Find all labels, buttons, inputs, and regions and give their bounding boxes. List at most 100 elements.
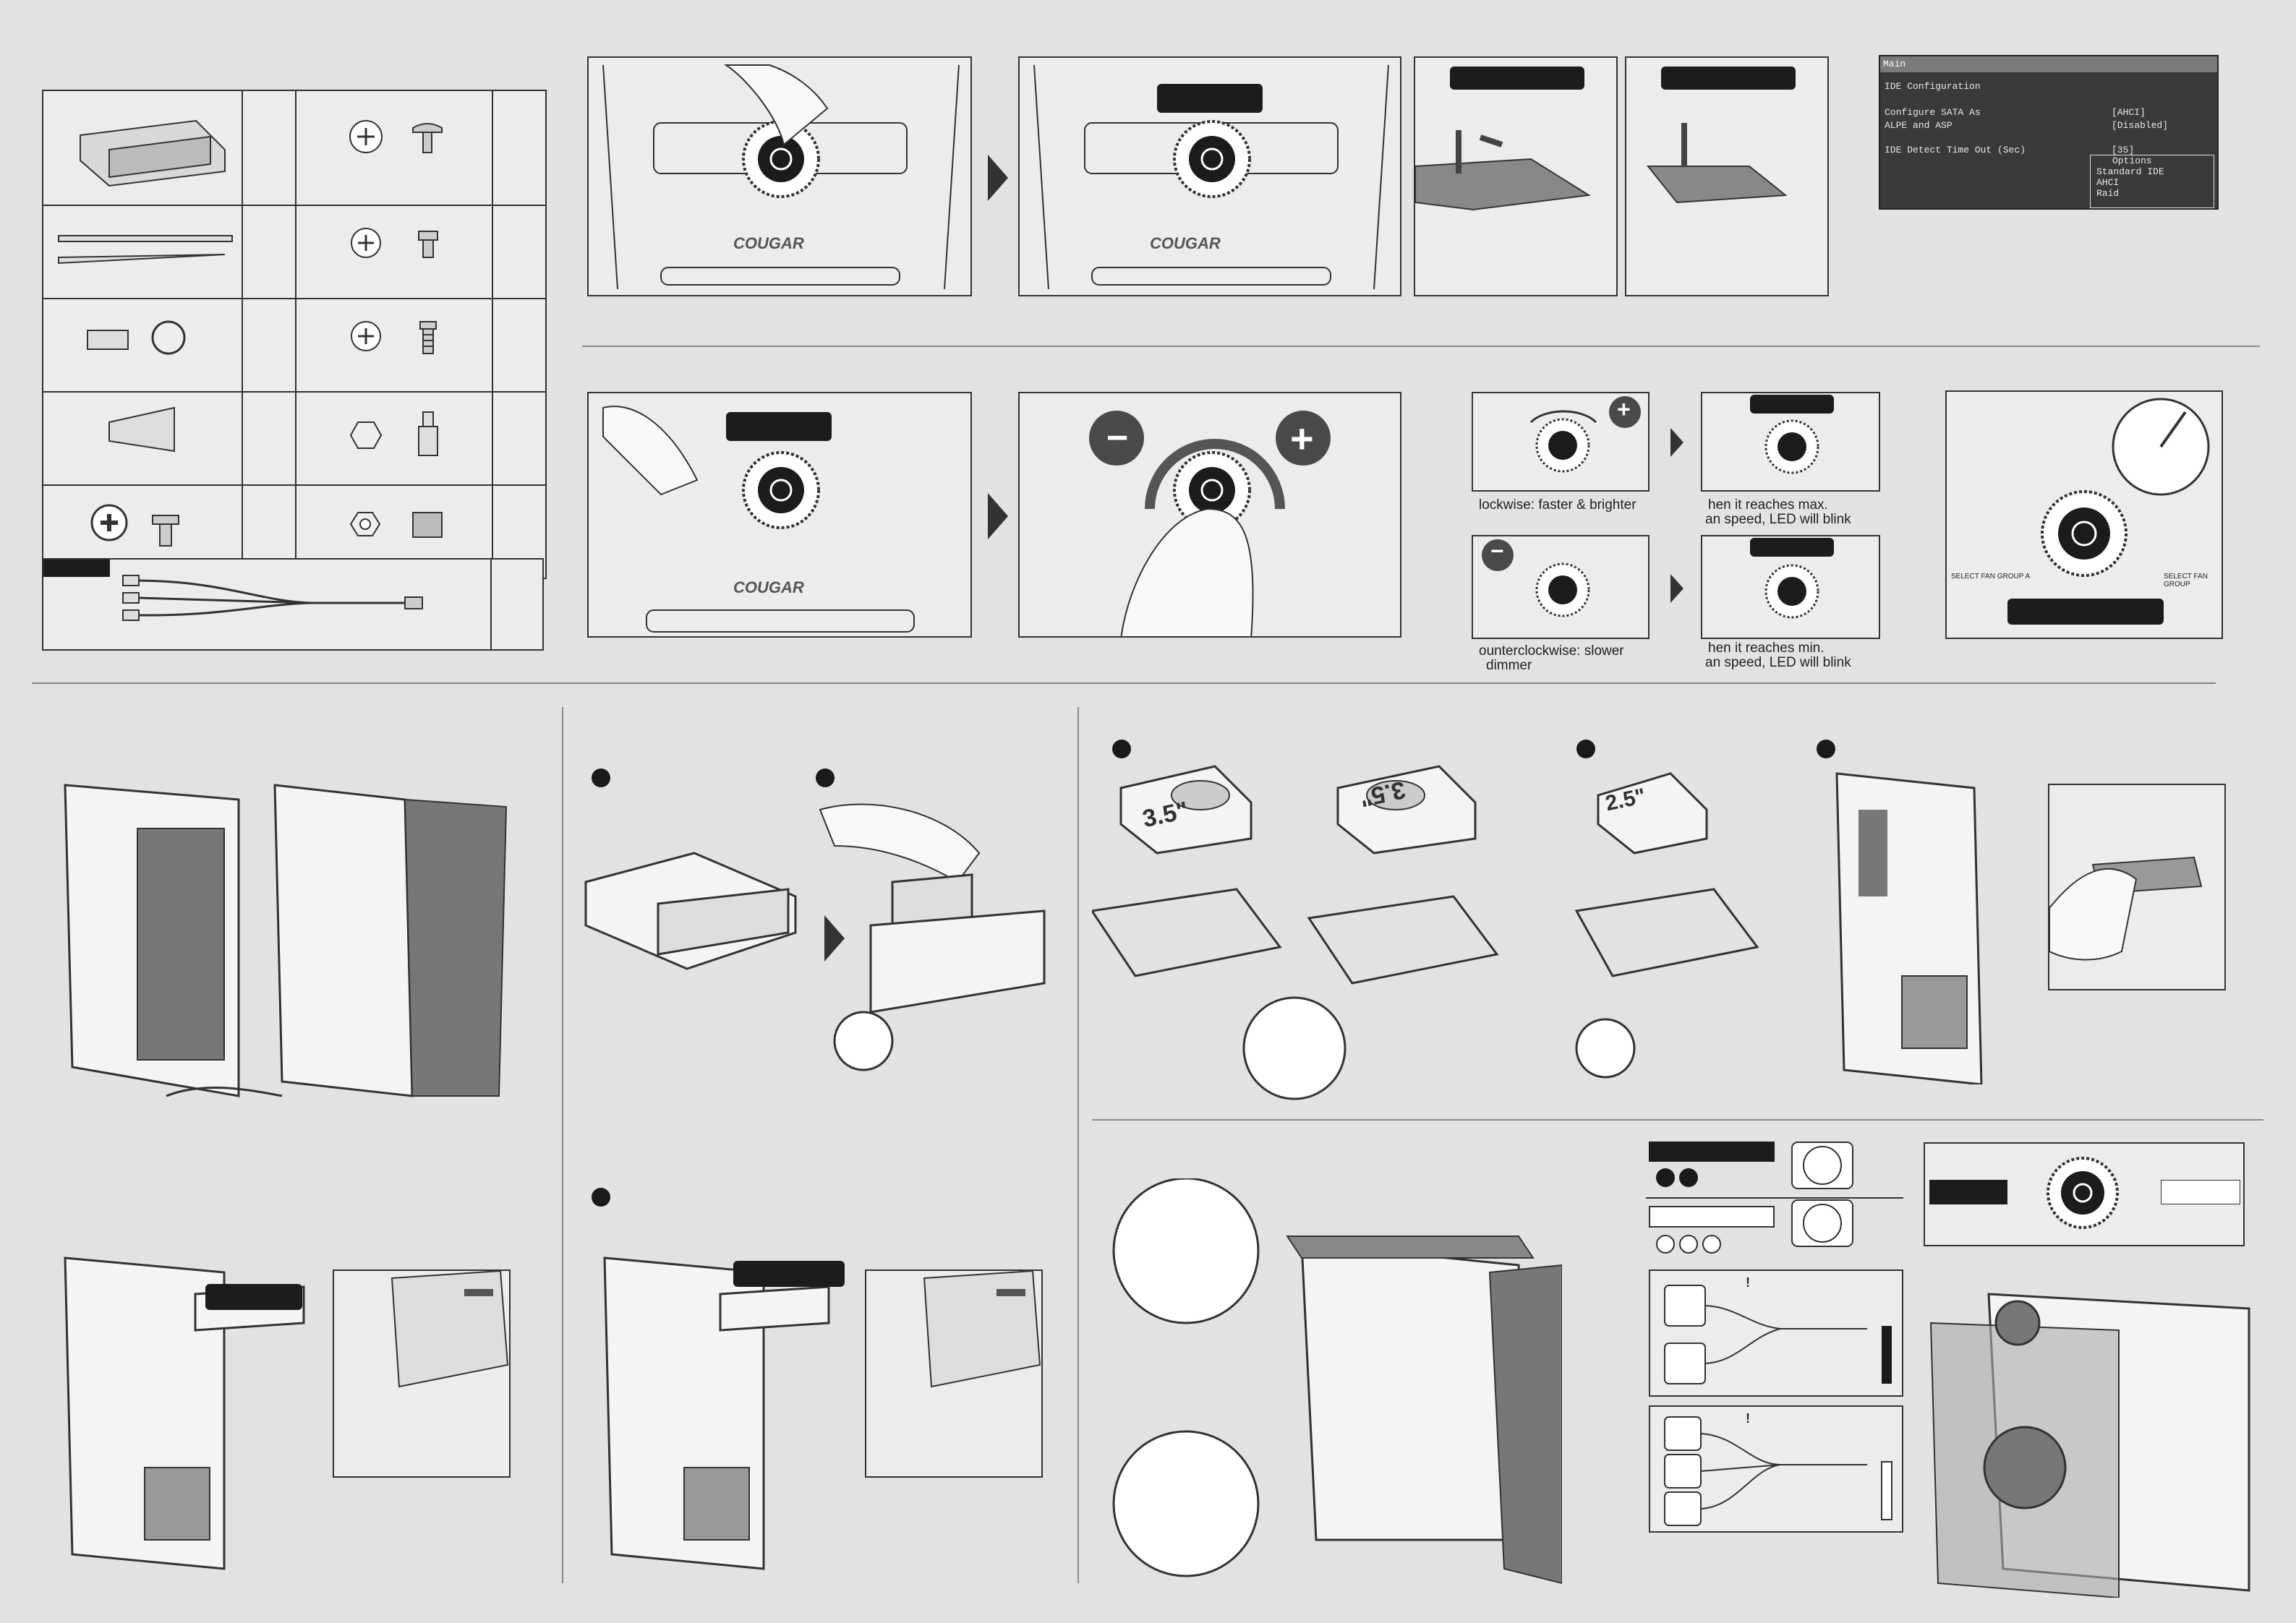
select-fan-group-b-label: SELECT FAN GROUP bbox=[2164, 573, 2208, 588]
panel-label-bar bbox=[43, 560, 110, 577]
nut-icon bbox=[349, 512, 443, 538]
screw-icon bbox=[351, 228, 438, 258]
standoff-icon bbox=[349, 411, 438, 456]
fan-position-dot bbox=[1656, 1168, 1675, 1187]
warning-icon: ! bbox=[1746, 1275, 1750, 1290]
front-panel-illustration bbox=[602, 406, 915, 633]
bios-options-popup: Options Standard IDE AHCI Raid bbox=[2090, 155, 2214, 208]
cougar-logo: COUGAR bbox=[1150, 234, 1221, 252]
power-button-step-1: COUGAR bbox=[587, 56, 972, 296]
speaker-icon bbox=[108, 406, 175, 453]
label-bar bbox=[1661, 67, 1796, 90]
step-dot bbox=[1576, 740, 1595, 758]
label-bar bbox=[726, 412, 832, 441]
cougar-logo: COUGAR bbox=[733, 578, 804, 596]
grommet-cell bbox=[42, 298, 243, 393]
warning-icon: ! bbox=[1746, 1411, 1750, 1426]
label-bar bbox=[733, 1261, 845, 1287]
fan-group-label-bar bbox=[1649, 1142, 1775, 1162]
next-step-arrow bbox=[1670, 574, 1683, 603]
bios-option[interactable]: Standard IDE bbox=[2096, 166, 2164, 177]
caption-min-line2: an speed, LED will blink bbox=[1705, 655, 1851, 670]
hdd-tray-insert-illustration bbox=[1835, 772, 1983, 1084]
step-dot bbox=[592, 768, 610, 787]
step-dot bbox=[816, 768, 835, 787]
standoff-cell bbox=[295, 391, 493, 486]
top-panel-removal-illustration bbox=[1112, 1178, 1562, 1585]
caption-counterclockwise-line1: ounterclockwise: slower bbox=[1479, 643, 1624, 659]
knob-counterclockwise-frame: − bbox=[1472, 535, 1650, 639]
bios-row-label: IDE Detect Time Out (Sec) bbox=[1885, 145, 2026, 155]
label-bar bbox=[1157, 84, 1263, 113]
plus-icon: + bbox=[1290, 416, 1314, 461]
cable-tie-cell bbox=[42, 205, 243, 299]
fan-wiring-three-frame: ! bbox=[1649, 1405, 1903, 1533]
ssd-slide-step-2 bbox=[1625, 56, 1829, 296]
caption-clockwise: lockwise: faster & brighter bbox=[1479, 497, 1636, 513]
label-bar bbox=[2007, 599, 2164, 625]
knob-counterclockwise-illustration bbox=[1482, 539, 1590, 617]
fan-group-select-illustration bbox=[2041, 398, 2210, 577]
fan-position-dot bbox=[1679, 1168, 1698, 1187]
knob-min-illustration bbox=[1764, 564, 1819, 619]
label-box bbox=[2161, 1180, 2240, 1204]
bios-tab: Main bbox=[1880, 56, 2217, 72]
caption-max-line2: an speed, LED will blink bbox=[1705, 512, 1851, 527]
next-step-arrow bbox=[1670, 428, 1683, 457]
step-dot bbox=[1112, 740, 1131, 758]
next-step-arrow bbox=[988, 493, 1008, 539]
fan-icons bbox=[1791, 1142, 1853, 1247]
bios-option[interactable]: AHCI bbox=[2096, 177, 2120, 188]
bios-row-label: ALPE and ASP bbox=[1885, 120, 1953, 131]
minus-icon: − bbox=[1106, 417, 1129, 459]
ssd-tray-illustration bbox=[1574, 772, 1759, 1079]
plus-icon: + bbox=[1617, 396, 1631, 422]
drive-bay-adapter-icon bbox=[80, 119, 226, 187]
label-bar bbox=[1450, 67, 1584, 90]
hdd-tray-illustration bbox=[1092, 765, 1499, 1100]
screw-type-1-cell bbox=[295, 90, 493, 206]
knob-max-illustration bbox=[1764, 419, 1819, 474]
cougar-logo: COUGAR bbox=[733, 234, 804, 252]
bay-adapter-illustration bbox=[584, 852, 797, 970]
accessories-table bbox=[42, 90, 547, 579]
fan-controller-illustration bbox=[2047, 1157, 2119, 1229]
front-panel-illustration bbox=[1033, 64, 1389, 290]
fan-group-label-box bbox=[1649, 1206, 1775, 1228]
fan-wiring-two-frame: ! bbox=[1649, 1269, 1903, 1397]
screw-type-3-cell bbox=[295, 298, 493, 393]
bios-screenshot: Main IDE Configuration Configure SATA As… bbox=[1879, 55, 2219, 210]
bay-adapter-install-illustration bbox=[819, 803, 1046, 1071]
hdd-tray-detail-illustration bbox=[2049, 856, 2203, 961]
divider bbox=[32, 682, 2216, 684]
bios-popup-title: Options bbox=[2112, 155, 2152, 166]
optical-drive-detail-frame bbox=[333, 1269, 511, 1478]
grommet-icon bbox=[87, 320, 186, 355]
fan-position-dot bbox=[1702, 1235, 1721, 1254]
step-dot bbox=[1817, 740, 1835, 758]
label-bar bbox=[1750, 395, 1834, 414]
cable-tie-icon bbox=[58, 235, 233, 265]
label-bar bbox=[205, 1284, 302, 1310]
knob-rotate-illustration bbox=[1089, 411, 1331, 636]
fan-knob-step-2: − + bbox=[1018, 392, 1401, 638]
fan-position-dot bbox=[1679, 1235, 1698, 1254]
next-step-arrow bbox=[824, 915, 845, 962]
power-button-step-2: COUGAR bbox=[1018, 56, 1401, 296]
screw-icon bbox=[351, 321, 437, 354]
fan-wiring-two-illustration bbox=[1664, 1285, 1892, 1384]
screw-type-2-cell bbox=[295, 205, 493, 299]
step-dot bbox=[592, 1188, 610, 1207]
bios-option[interactable]: Raid bbox=[2096, 188, 2120, 199]
label-bar bbox=[1750, 538, 1834, 557]
bios-row-label: Configure SATA As bbox=[1885, 107, 1981, 118]
fan-splitter-cable-panel bbox=[42, 558, 544, 651]
minus-icon: − bbox=[1490, 538, 1504, 564]
bios-section-title: IDE Configuration bbox=[1885, 81, 1981, 92]
knob-min-frame bbox=[1701, 535, 1880, 639]
caption-max-line1: hen it reaches max. bbox=[1708, 497, 1828, 513]
bios-row-value: [AHCI] bbox=[2112, 107, 2146, 118]
bios-row-value: [Disabled] bbox=[2112, 120, 2169, 131]
divider bbox=[582, 346, 2260, 347]
fan-wiring-three-illustration bbox=[1664, 1416, 1892, 1526]
